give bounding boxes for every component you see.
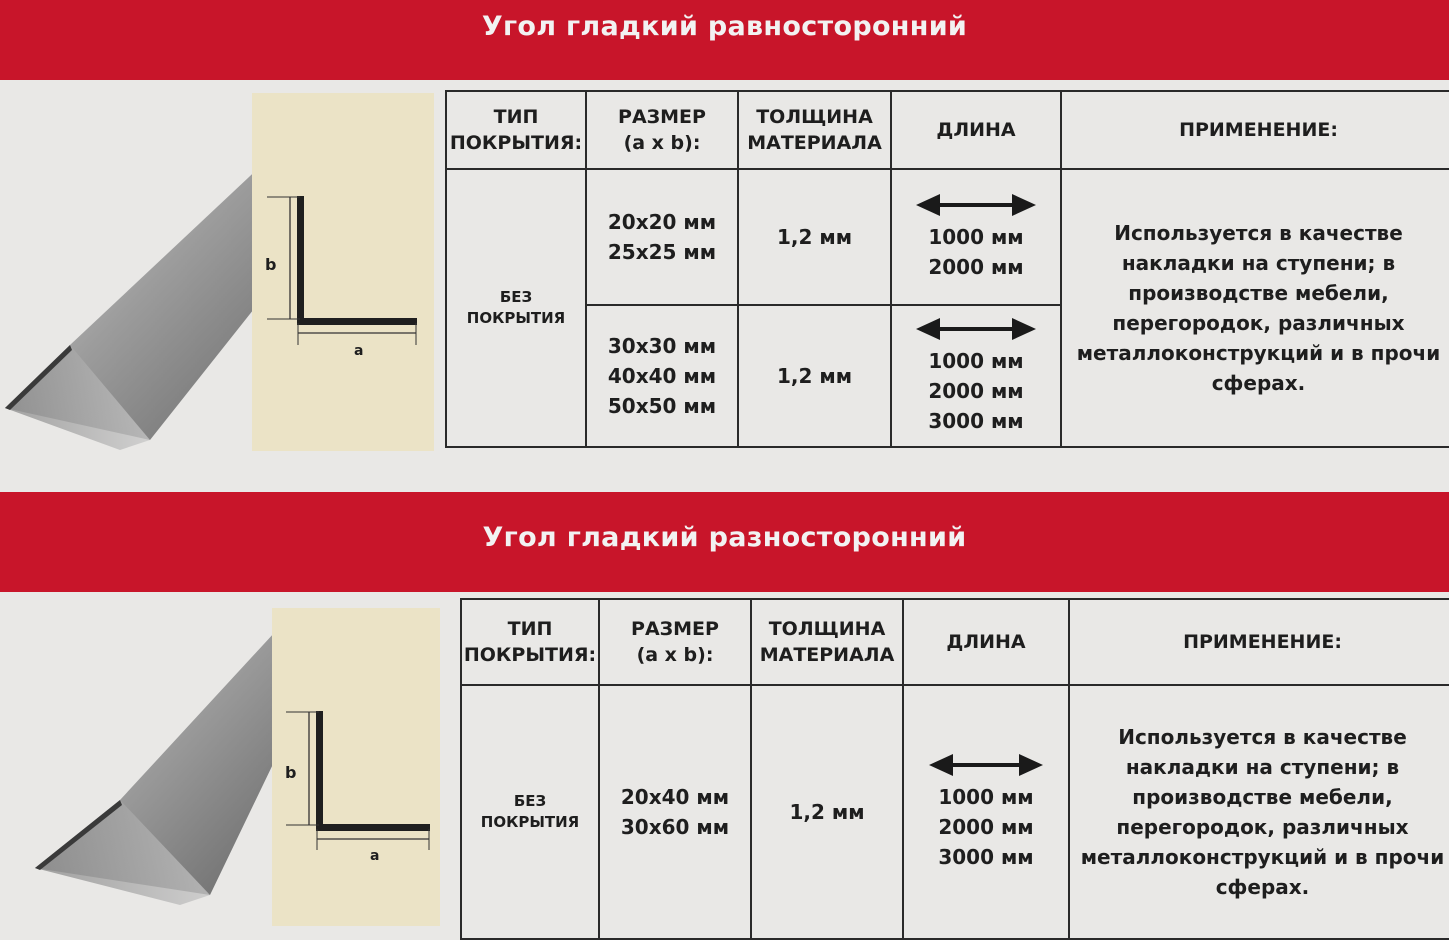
angle-diagram-panel-1: b a [252,93,434,451]
table-header-row: ТИП ПОКРЫТИЯ: РАЗМЕР (a x b): ТОЛЩИНА МА… [460,598,1449,686]
header-thickness: ТОЛЩИНА МАТЕРИАЛА [737,90,892,170]
double-arrow-icon [929,754,1043,776]
angle-product-photo-1 [5,162,265,450]
angle-cross-section-diagram [286,711,430,850]
dimension-label-b: b [265,255,277,274]
header-coating-type: ТИП ПОКРЫТИЯ: [460,598,600,686]
angle-cross-section-diagram [267,196,417,345]
table-row: 30x30 мм 40x40 мм 50x50 мм 1,2 мм 1000 м… [446,304,1449,448]
header-application: ПРИМЕНЕНИЕ: [1060,90,1449,170]
coating-value: БЕЗ ПОКРЫТИЯ [460,684,600,940]
table-row: БЕЗ ПОКРЫТИЯ 20x40 мм 30x60 мм 1,2 мм 10… [460,684,1449,940]
dimension-label-b: b [285,763,297,782]
thickness-value: 1,2 мм [737,168,892,306]
length-cell: 1000 мм 2000 мм [890,168,1062,306]
angle-diagram-panel-2: b a [272,608,440,926]
header-length: ДЛИНА [902,598,1070,686]
header-coating-type: ТИП ПОКРЫТИЯ: [445,90,587,170]
section-1-banner: Угол гладкий равносторонний [0,0,1449,80]
header-thickness: ТОЛЩИНА МАТЕРИАЛА [750,598,904,686]
size-value: 20x40 мм 30x60 мм [598,684,752,940]
application-text: Используется в качестве накладки на ступ… [1060,168,1449,448]
header-application: ПРИМЕНЕНИЕ: [1068,598,1449,686]
dimension-label-a: a [370,848,380,864]
header-size: РАЗМЕР (a x b): [598,598,752,686]
spec-table-2: ТИП ПОКРЫТИЯ: РАЗМЕР (a x b): ТОЛЩИНА МА… [460,598,1449,940]
double-arrow-icon [916,318,1036,340]
length-value: 1000 мм 2000 мм 3000 мм [928,349,1024,433]
size-value: 20x20 мм 25x25 мм [585,168,739,306]
length-cell: 1000 мм 2000 мм 3000 мм [890,304,1062,448]
section-1-title: Угол гладкий равносторонний [481,10,968,42]
application-text: Используется в качестве накладки на ступ… [1068,684,1449,940]
angle-product-photo-2 [35,632,275,905]
thickness-value: 1,2 мм [737,304,892,448]
section-2-banner: Угол гладкий разносторонний [0,492,1449,592]
spec-table-1: ТИП ПОКРЫТИЯ: РАЗМЕР (a x b): ТОЛЩИНА МА… [445,90,1449,448]
header-length: ДЛИНА [890,90,1062,170]
thickness-value: 1,2 мм [750,684,904,940]
section-2-title: Угол гладкий разносторонний [482,521,967,553]
size-value: 30x30 мм 40x40 мм 50x50 мм [585,304,739,448]
length-cell: 1000 мм 2000 мм 3000 мм [902,684,1070,940]
double-arrow-icon [916,194,1036,216]
table-row: БЕЗ ПОКРЫТИЯ 20x20 мм 25x25 мм 1,2 мм 10… [445,168,1449,448]
length-value: 1000 мм 2000 мм 3000 мм [938,785,1034,869]
coating-value: БЕЗ ПОКРЫТИЯ [445,168,587,448]
length-value: 1000 мм 2000 мм [928,225,1024,279]
table-header-row: ТИП ПОКРЫТИЯ: РАЗМЕР (a x b): ТОЛЩИНА МА… [445,90,1449,170]
header-size: РАЗМЕР (a x b): [585,90,739,170]
dimension-label-a: a [354,343,364,359]
